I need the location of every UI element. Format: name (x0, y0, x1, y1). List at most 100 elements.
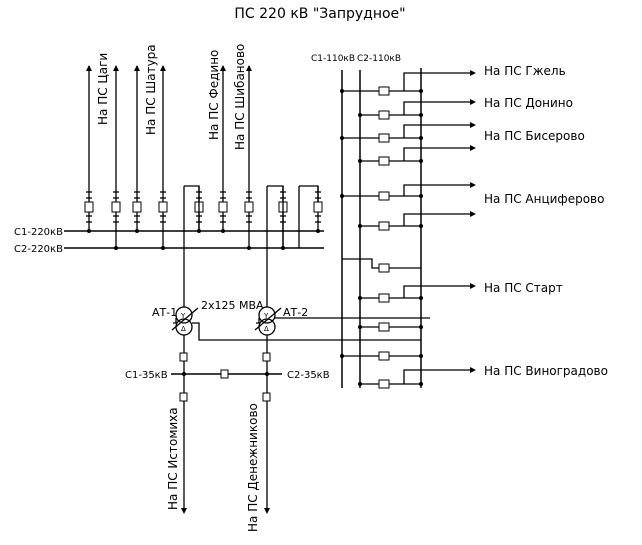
breaker (378, 156, 390, 166)
bus-coupler (342, 258, 421, 269)
breaker-at2-lv (262, 352, 271, 362)
bus-connection (247, 246, 251, 250)
bus-c1-110-label: С1-110кВ (311, 54, 355, 64)
arrow-right-icon (470, 70, 476, 76)
transformer-at2-label: АТ-2 (283, 306, 308, 319)
line-35-label: На ПС Денежниково (246, 403, 260, 532)
breaker (378, 133, 390, 143)
bus-connection (340, 89, 344, 93)
bus-connection (419, 382, 423, 386)
feeder-line (403, 147, 472, 161)
breaker (378, 263, 390, 273)
breaker-at1-lv (179, 352, 188, 362)
feeder-line (299, 185, 319, 202)
bus-connection (419, 296, 423, 300)
breaker (218, 201, 228, 213)
line-110-label: На ПС Донино (484, 96, 573, 110)
line-110-label: На ПС Гжель (484, 64, 566, 78)
bus-c1-220-label: С1-220кВ (14, 227, 63, 238)
bus-connection (419, 159, 423, 163)
bus-connection (358, 325, 362, 329)
bus-connection (161, 246, 165, 250)
transformer-at1-label: АТ-1 (152, 306, 177, 319)
svg-text:Δ: Δ (264, 325, 269, 333)
breaker (378, 293, 390, 303)
line-110-label: На ПС Бисерово (484, 129, 585, 143)
arrow-up-icon (160, 65, 166, 71)
feeder-line (403, 101, 472, 115)
bus-connection (419, 89, 423, 93)
bus-c2-110-label: С2-110кВ (357, 54, 401, 64)
breaker (244, 201, 254, 213)
arrow-right-icon (470, 145, 476, 151)
bus-connection (419, 194, 423, 198)
svg-text:Y: Y (263, 312, 269, 320)
breaker (378, 351, 390, 361)
bus-connection (340, 354, 344, 358)
arrow-up-icon (220, 65, 226, 71)
feeders-35 (179, 374, 271, 514)
feeder-line (403, 285, 472, 298)
arrow-right-icon (470, 182, 476, 188)
feeder-line (403, 369, 472, 384)
bus-connection (358, 224, 362, 228)
breaker (132, 201, 142, 213)
bus-connection (114, 246, 118, 250)
arrow-up-icon (134, 65, 140, 71)
bus-connection (340, 194, 344, 198)
bus-connection (419, 113, 423, 117)
breaker (378, 379, 390, 389)
bus-connection (316, 229, 320, 233)
bus-connection (135, 229, 139, 233)
bus-connection (221, 229, 225, 233)
breaker (378, 86, 390, 96)
bus-connection (358, 382, 362, 386)
arrow-right-icon (470, 211, 476, 217)
arrow-up-icon (246, 65, 252, 71)
arrow-up-icon (86, 65, 92, 71)
bus-connection (419, 354, 423, 358)
bus-connection (340, 136, 344, 140)
breaker (378, 322, 390, 332)
feeders-220 (84, 65, 323, 250)
arrow-up-icon (113, 65, 119, 71)
breaker (111, 201, 121, 213)
line-220-label: На ПС Шатура (144, 44, 158, 135)
breaker (84, 201, 94, 213)
breaker (378, 191, 390, 201)
transformer-connections (183, 185, 430, 374)
bus-c2-220-label: С2-220кВ (14, 244, 63, 255)
bus-connection (358, 113, 362, 117)
sectional-breaker-35 (220, 369, 229, 379)
feeders-110 (340, 70, 476, 389)
line-110-label: На ПС Старт (484, 281, 563, 295)
arrow-right-icon (470, 283, 476, 289)
bus-connection (419, 224, 423, 228)
breaker (378, 221, 390, 231)
bus-connection (87, 229, 91, 233)
svg-text:Δ: Δ (181, 325, 186, 333)
feeder-line (403, 213, 472, 226)
bus-connection (419, 136, 423, 140)
bus-c1-35-label: С1-35кВ (125, 370, 168, 381)
bus-connection (419, 325, 423, 329)
arrow-right-icon (470, 99, 476, 105)
arrow-right-icon (470, 122, 476, 128)
line-110-label: На ПС Анциферово (484, 192, 604, 206)
arrow-right-icon (470, 367, 476, 373)
transformer-rating: 2х125 МВА (201, 299, 264, 312)
line-220-label: На ПС Шибаново (233, 44, 247, 150)
bus-connection (358, 296, 362, 300)
line-35-label: На ПС Истомиха (166, 407, 180, 510)
diagram-title: ПС 220 кВ "Запрудное" (234, 6, 405, 22)
feeder-line (403, 124, 472, 138)
breaker (378, 110, 390, 120)
bus-c2-35-label: С2-35кВ (287, 370, 330, 381)
line-220-label: На ПС Федино (207, 50, 221, 140)
breaker (158, 201, 168, 213)
feeder-line (403, 184, 472, 196)
line-110-label: На ПС Виноградово (484, 364, 608, 378)
feeder-line (403, 72, 472, 91)
line-220-label: На ПС Цаги (96, 53, 110, 125)
